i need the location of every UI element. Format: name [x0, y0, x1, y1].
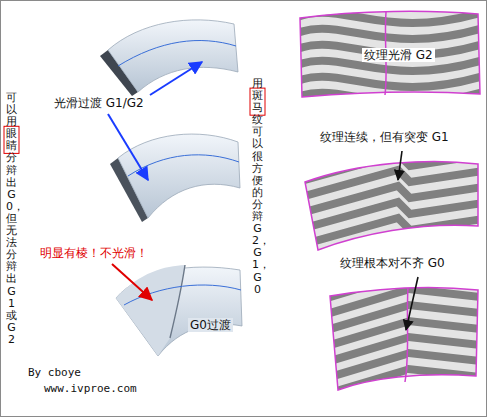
blue-arrow [150, 62, 202, 95]
surface-g1 [110, 134, 240, 222]
watermark: www.ivproe.com [44, 382, 137, 395]
black-arrow [406, 277, 418, 330]
black-arrow [398, 151, 402, 180]
warning-text: 明显有棱！不光滑！ [40, 246, 148, 260]
zebra-g2 [290, 10, 487, 103]
callout-text: 纹理光滑 G2 [362, 48, 435, 62]
author-text: By cboye [28, 366, 81, 379]
part-label: G0过渡 [188, 318, 233, 332]
callout-text: 纹理连续，但有突变 G1 [318, 130, 451, 144]
zebra-g0 [320, 270, 487, 412]
vertical-note: 用斑马纹可以很方便的分辩G2，G1，G0 [252, 78, 263, 296]
zebra-g1 [290, 154, 487, 264]
surface-g2 [100, 20, 238, 96]
surface-g0 [116, 265, 242, 356]
vertical-note: 可以用眼睛分辩出G0，但无法分辩出G1或G2 [6, 92, 17, 346]
red-arrow [112, 264, 152, 300]
callout-text: 纹理根本对不齐 G0 [338, 256, 447, 270]
blue-arrow [108, 114, 148, 180]
callout-text: 光滑过渡 G1/G2 [52, 96, 146, 110]
